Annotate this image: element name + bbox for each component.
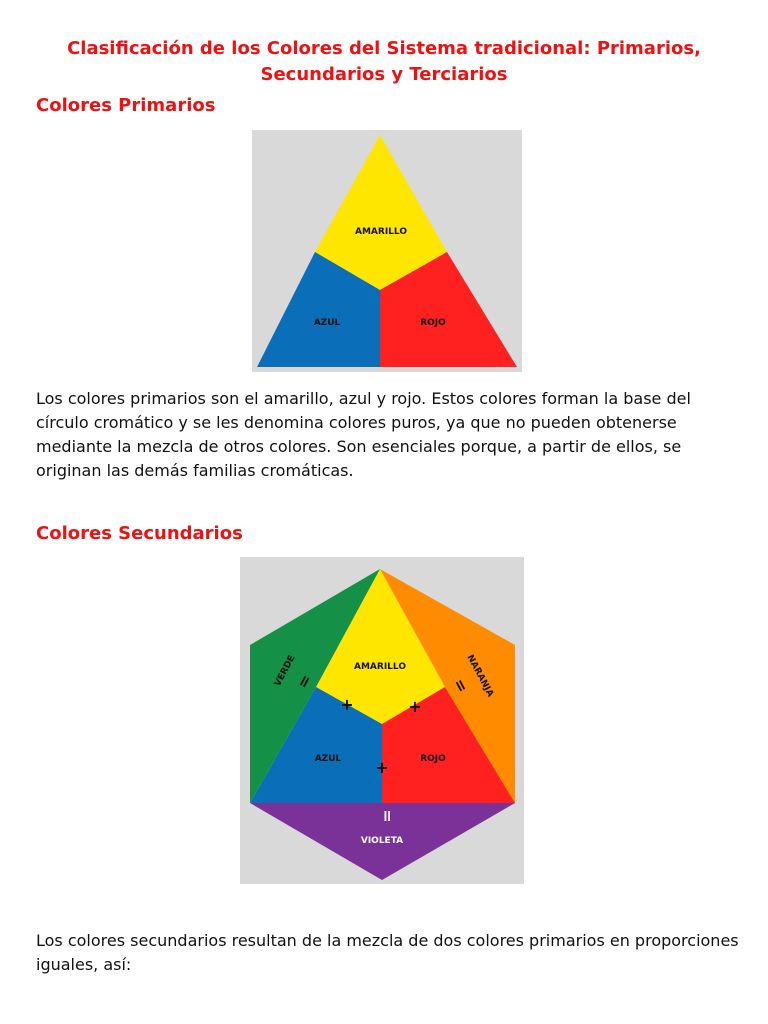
secondary-colors-diagram: AMARILLO AZUL ROJO VERDE NARANJA VIOLETA…: [250, 569, 515, 880]
primarios-paragraph: Los colores primarios son el amarillo, a…: [36, 389, 691, 480]
plus-sign-yellow-blue: +: [340, 695, 353, 714]
secondary-green-region: [250, 569, 380, 803]
secondary-yellow-region: [316, 569, 445, 724]
document-title: Clasificación de los Colores del Sistema…: [67, 38, 701, 85]
primary-red-region: [380, 252, 517, 367]
equals-sign-violet: =: [378, 809, 397, 822]
primary-colors-diagram: AMARILLO AZUL ROJO: [257, 135, 517, 367]
plus-sign-yellow-red: +: [408, 697, 421, 716]
primary-colors-figure: AMARILLO AZUL ROJO: [252, 130, 522, 372]
plus-sign-blue-red: +: [375, 758, 388, 777]
secondary-colors-figure: AMARILLO AZUL ROJO VERDE NARANJA VIOLETA…: [240, 557, 524, 884]
secondary-red-region: [382, 687, 515, 803]
section-heading-primarios: Colores Primarios: [36, 95, 216, 116]
section-heading-secundarios: Colores Secundarios: [36, 523, 243, 544]
secondary-orange-region: [380, 569, 515, 803]
secondary-label-violeta: VIOLETA: [361, 836, 403, 846]
secondary-violet-region: [250, 803, 515, 880]
primary-yellow-region: [315, 135, 447, 290]
primary-label-rojo: ROJO: [420, 318, 446, 328]
primary-label-azul: AZUL: [314, 318, 341, 328]
primary-blue-region: [257, 252, 380, 367]
secondary-blue-region: [250, 687, 382, 803]
primary-label-amarillo: AMARILLO: [355, 227, 407, 237]
secondary-label-rojo: ROJO: [420, 754, 446, 764]
secundarios-paragraph: Los colores secundarios resultan de la m…: [36, 931, 739, 974]
secondary-label-amarillo: AMARILLO: [354, 662, 406, 672]
secondary-label-azul: AZUL: [315, 754, 342, 764]
